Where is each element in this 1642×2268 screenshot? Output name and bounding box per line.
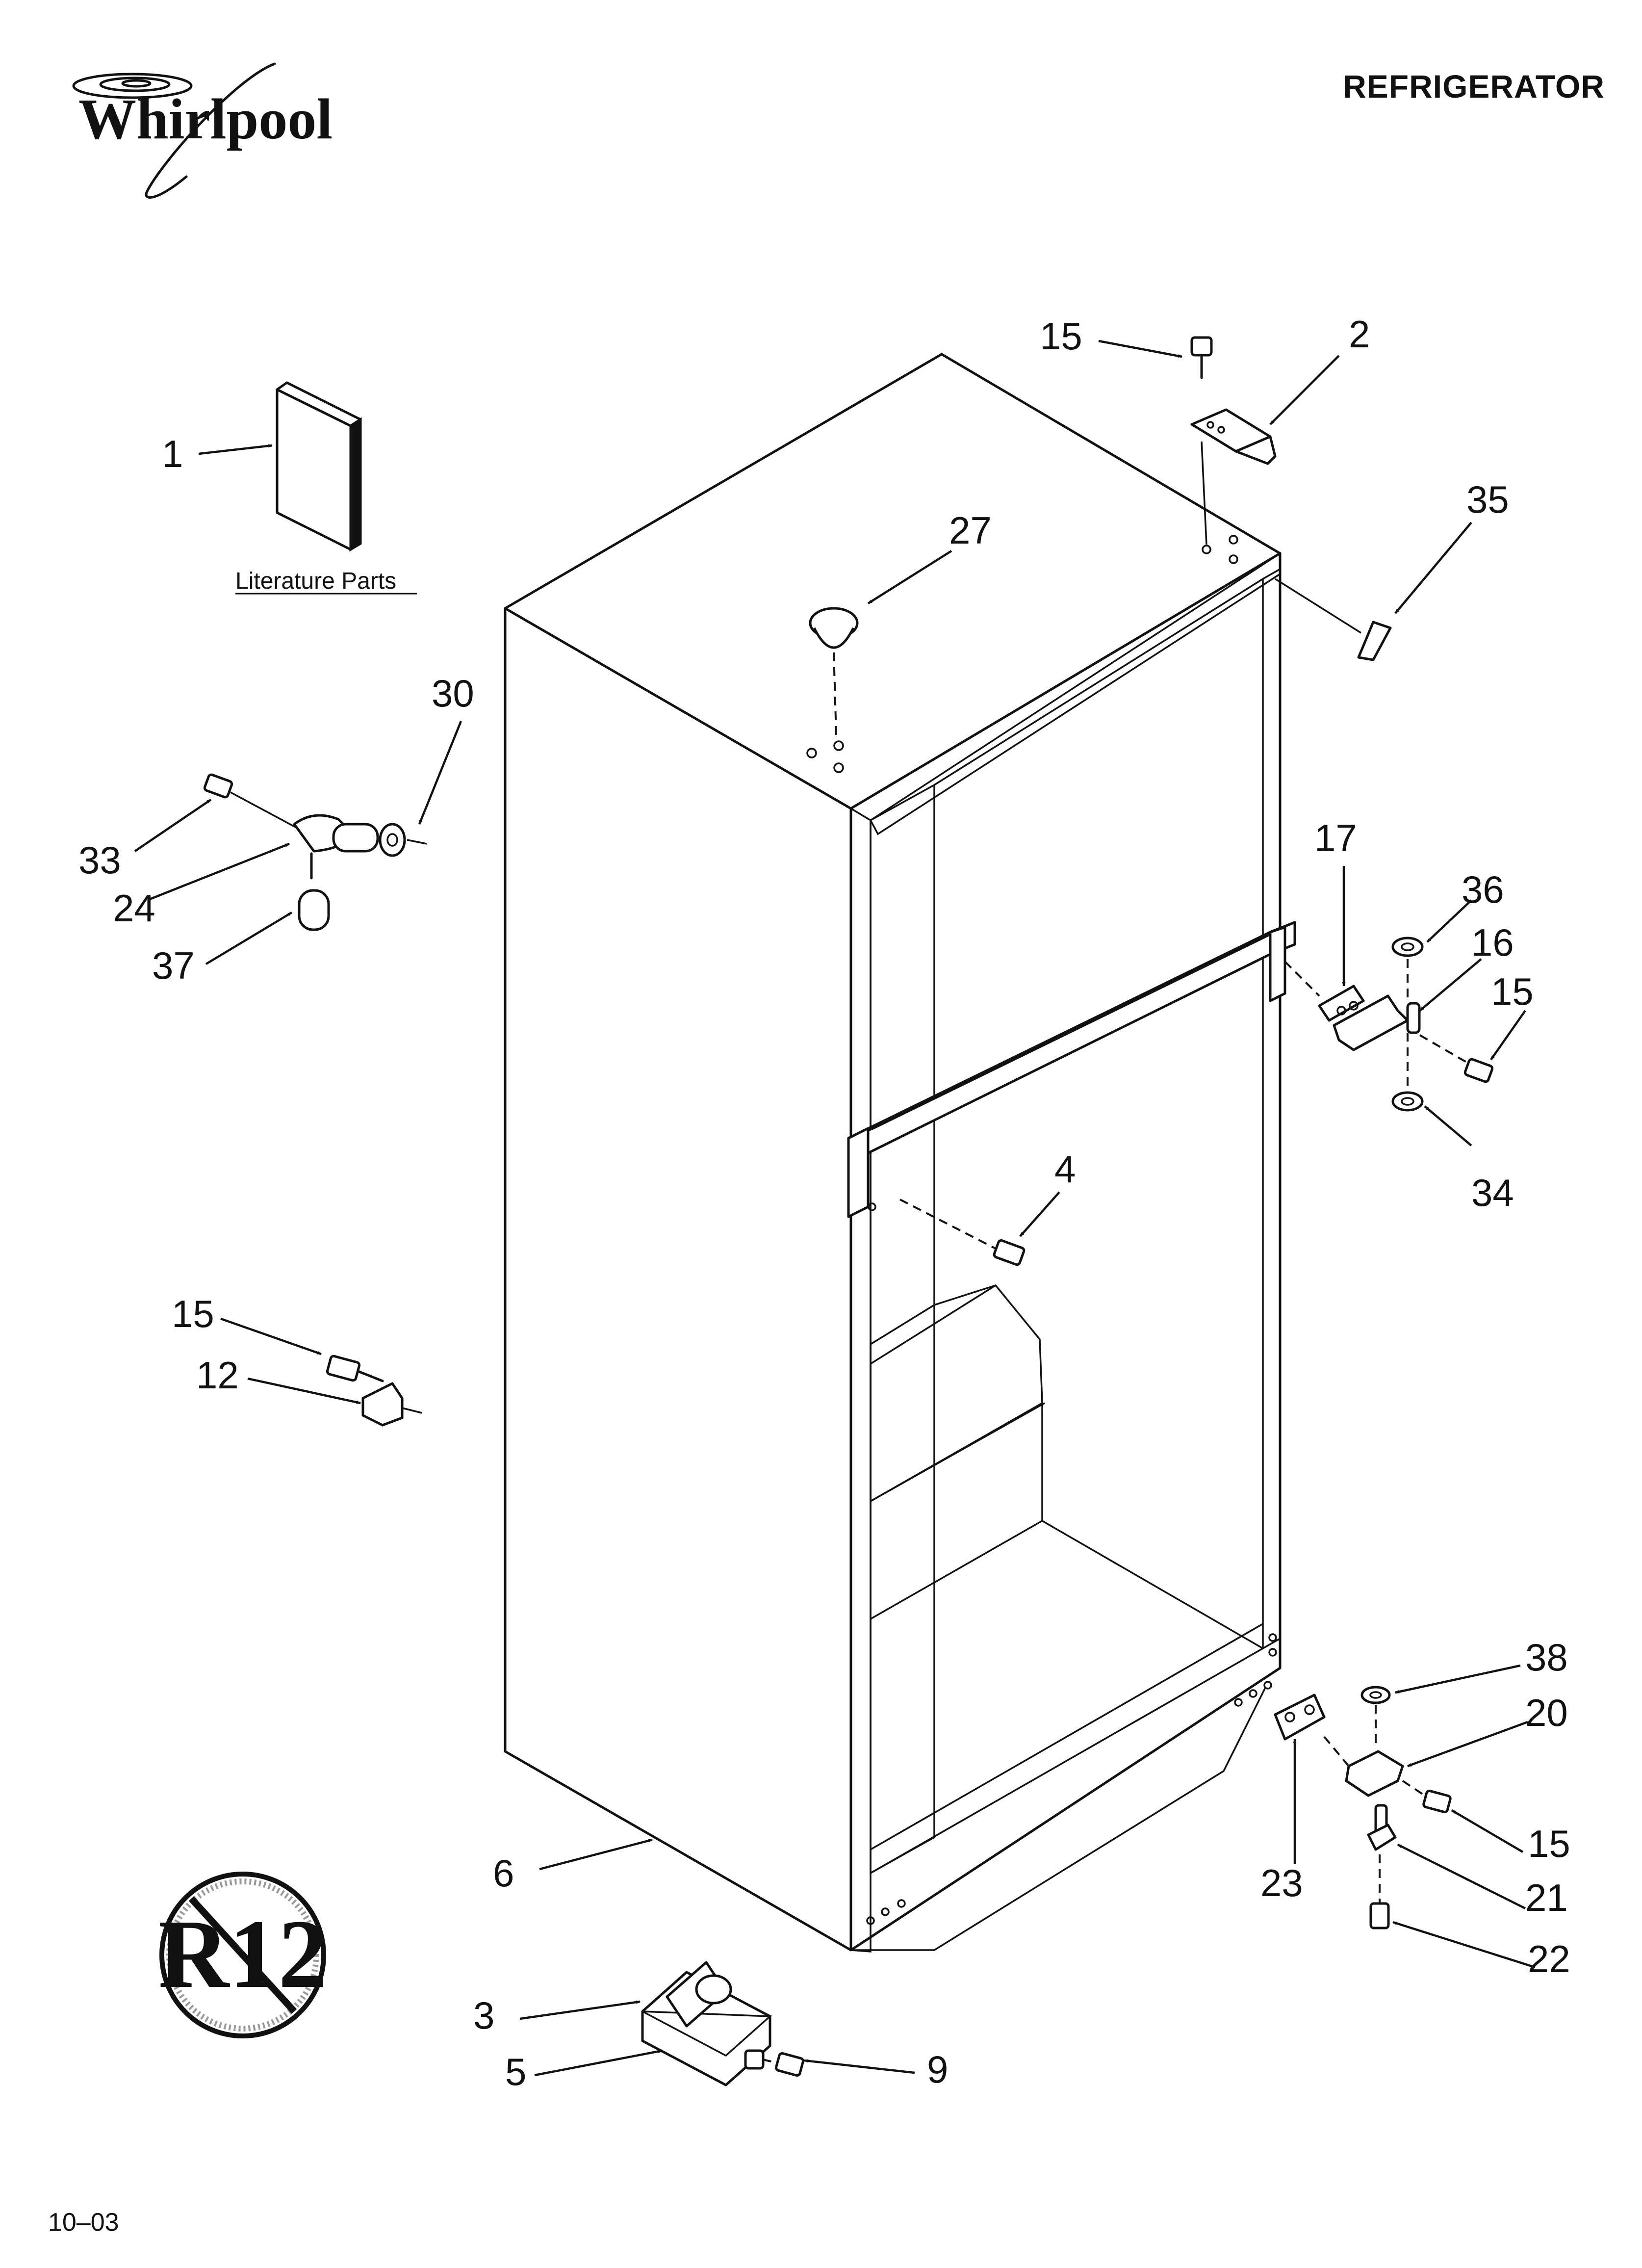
callout-9: 9: [927, 2048, 948, 2091]
top-hinge-bracket: [1190, 336, 1277, 545]
brand-wordmark: Whirlpool: [78, 87, 333, 151]
callout-12: 12: [196, 1354, 239, 1397]
callout-15-bottom: 15: [1528, 1822, 1570, 1865]
callout-6: 6: [493, 1851, 514, 1895]
callout-27: 27: [949, 509, 992, 552]
no-r12-badge: R12: [158, 1872, 327, 2038]
center-rail: [847, 921, 1296, 1218]
callout-21: 21: [1525, 1876, 1568, 1919]
callout-30: 30: [432, 672, 474, 715]
top-cap-part: [1275, 578, 1392, 661]
callout-23: 23: [1260, 1861, 1303, 1904]
callout-37: 37: [152, 944, 195, 987]
callout-15-left: 15: [172, 1292, 214, 1335]
callout-33: 33: [78, 838, 121, 882]
callout-22: 22: [1528, 1937, 1570, 1981]
callout-numbers: 1 2 15 27 35 30 33 24 37 17 36 16 15 34 …: [78, 313, 1570, 2093]
callout-1: 1: [162, 432, 183, 475]
leveling-foot: [641, 1961, 804, 2086]
callout-15-hinge: 15: [1491, 970, 1534, 1013]
page-title: REFRIGERATOR: [1343, 68, 1605, 104]
callout-15-top: 15: [1040, 314, 1082, 358]
middle-hinge-assembly: [1284, 937, 1494, 1112]
left-hinge-pin-assembly: [203, 773, 427, 931]
callout-17: 17: [1314, 816, 1357, 860]
callout-2: 2: [1349, 313, 1370, 356]
callout-34: 34: [1471, 1171, 1514, 1214]
top-plug-button: [809, 607, 859, 736]
whirlpool-logo: Whirlpool: [72, 62, 333, 199]
callout-36: 36: [1462, 868, 1504, 911]
callout-5: 5: [505, 2050, 526, 2093]
callout-24: 24: [113, 886, 155, 930]
rail-screw: [899, 1199, 1026, 1266]
bottom-hinge-assembly: [1274, 1686, 1452, 1929]
literature-book: Literature Parts: [235, 381, 417, 595]
left-screw-clip: [326, 1355, 422, 1427]
refrigerator-cabinet: [504, 353, 1282, 1953]
callout-20: 20: [1525, 1691, 1568, 1734]
literature-label: Literature Parts: [235, 568, 396, 594]
callout-4: 4: [1054, 1147, 1076, 1191]
callout-35: 35: [1466, 478, 1509, 521]
callout-3: 3: [473, 1994, 494, 2037]
revision-code: 10–03: [48, 2208, 119, 2237]
callout-16: 16: [1471, 921, 1514, 964]
callout-38: 38: [1525, 1636, 1568, 1679]
leader-lines: [134, 339, 1536, 2077]
